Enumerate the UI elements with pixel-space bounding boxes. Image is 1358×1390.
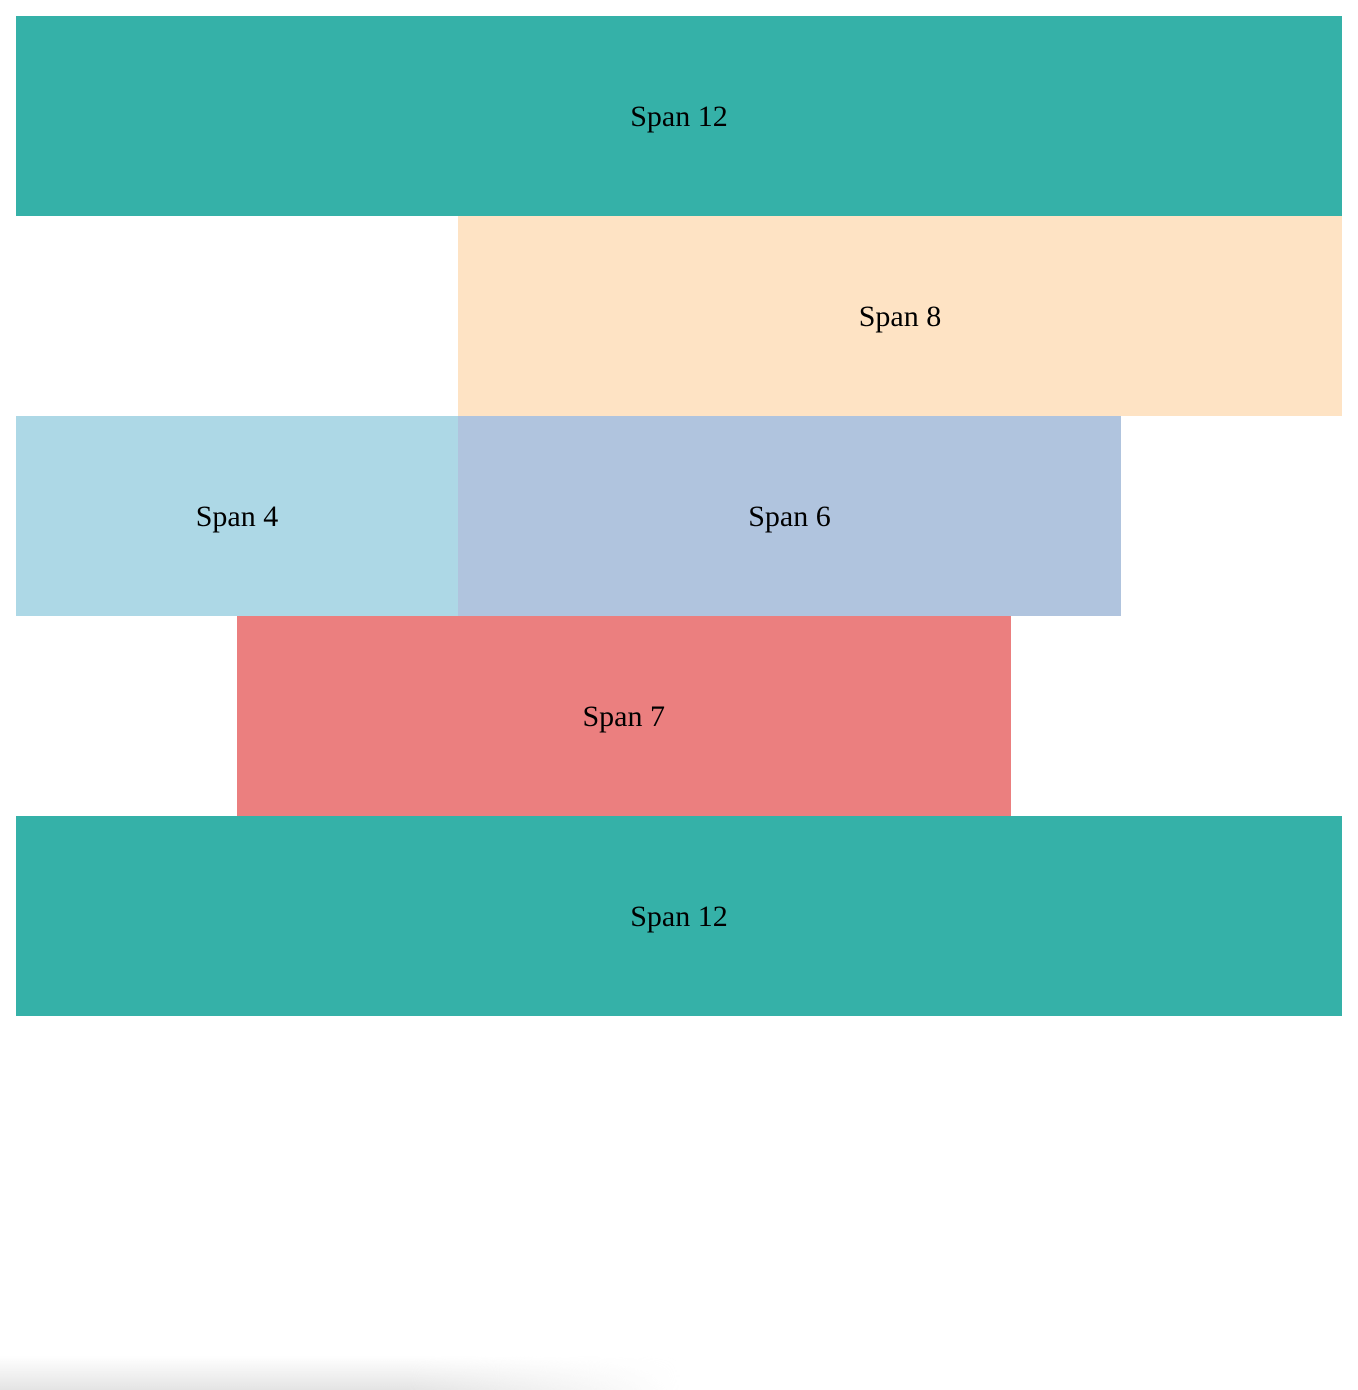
bottom-shadow — [0, 1356, 680, 1390]
grid-cell-span-7: Span 7 — [237, 616, 1011, 816]
grid-cell-span-12-bottom: Span 12 — [16, 816, 1342, 1016]
grid-cell-span-6: Span 6 — [458, 416, 1121, 616]
grid-cell-span-4: Span 4 — [16, 416, 458, 616]
span-grid: Span 12 Span 8 Span 4 Span 6 Span 7 Span… — [16, 16, 1342, 1016]
grid-cell-span-8: Span 8 — [458, 216, 1342, 416]
grid-cell-span-12-top: Span 12 — [16, 16, 1342, 216]
